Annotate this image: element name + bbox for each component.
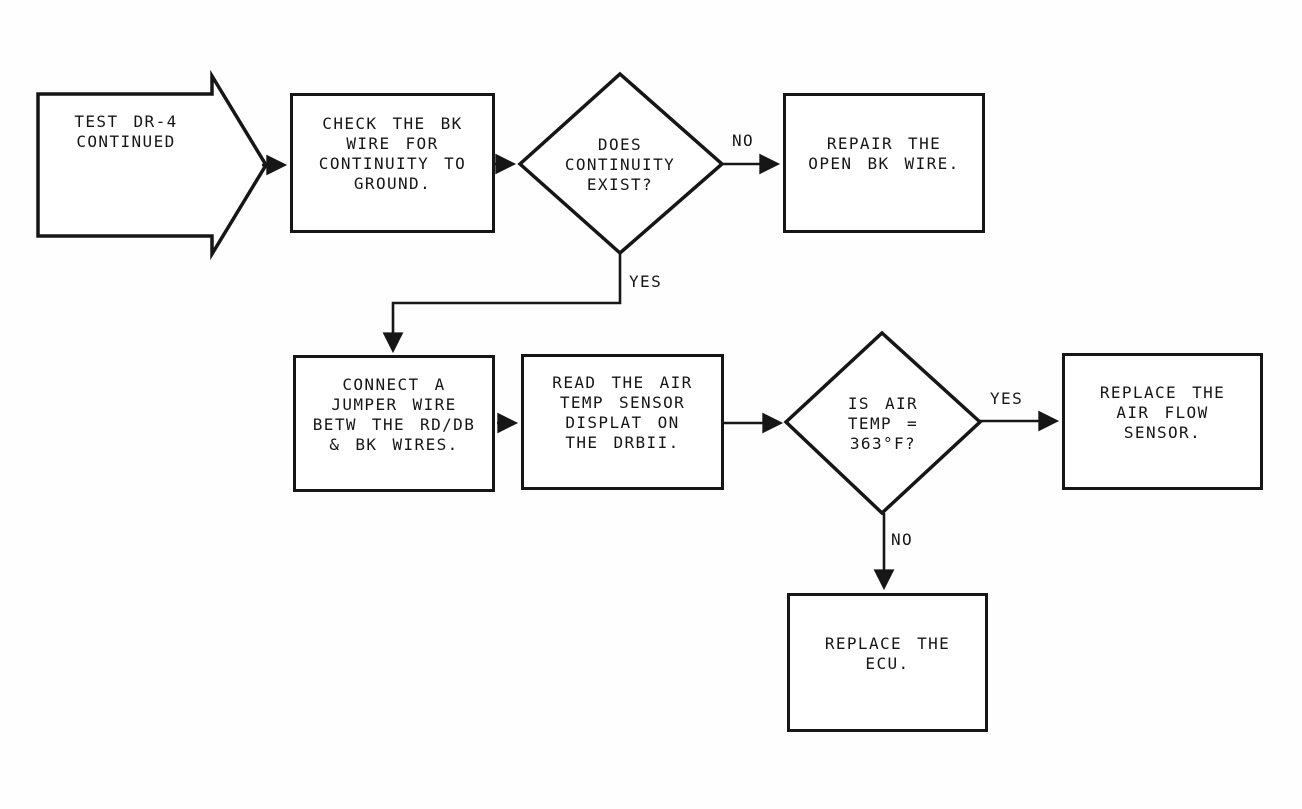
node-read-air-temp-label: READ THE AIR TEMP SENSOR DISPLAT ON THE … — [552, 373, 693, 452]
node-connect-jumper-label: CONNECT A JUMPER WIRE BETW THE RD/DB & B… — [312, 374, 476, 454]
edge-label-air-temp-yes: YES — [990, 389, 1024, 408]
node-start-label: TEST DR-4 CONTINUED — [74, 112, 178, 151]
decision-air-temp-shape — [783, 330, 983, 516]
node-check-bk-wire: CHECK THE BK WIRE FOR CONTINUITY TO GROU… — [290, 93, 495, 233]
node-replace-ecu: REPLACE THE ECU. — [787, 593, 988, 732]
edge-label-air-temp-no: NO — [891, 530, 914, 549]
node-repair-bk-wire-label: REPAIR THE OPEN BK WIRE. — [808, 134, 960, 173]
node-decision-continuity-label: DOES CONTINUITY EXIST? — [564, 135, 676, 194]
edge-label-continuity-yes: YES — [629, 272, 663, 291]
edge-label-continuity-no: NO — [732, 131, 755, 150]
node-read-air-temp: READ THE AIR TEMP SENSOR DISPLAT ON THE … — [521, 354, 724, 490]
node-replace-ecu-label: REPLACE THE ECU. — [824, 633, 951, 673]
node-replace-air-flow-label: REPLACE THE AIR FLOW SENSOR. — [1099, 382, 1226, 442]
node-repair-bk-wire: REPAIR THE OPEN BK WIRE. — [783, 93, 985, 233]
start-pentagon-shape — [36, 69, 269, 261]
node-replace-air-flow: REPLACE THE AIR FLOW SENSOR. — [1062, 353, 1263, 490]
node-connect-jumper: CONNECT A JUMPER WIRE BETW THE RD/DB & B… — [293, 355, 495, 492]
edge-yes-to-connect-line — [382, 253, 622, 354]
node-check-bk-wire-label: CHECK THE BK WIRE FOR CONTINUITY TO GROU… — [318, 114, 467, 193]
node-decision-air-temp-label: IS AIR TEMP = 363°F? — [847, 394, 919, 453]
